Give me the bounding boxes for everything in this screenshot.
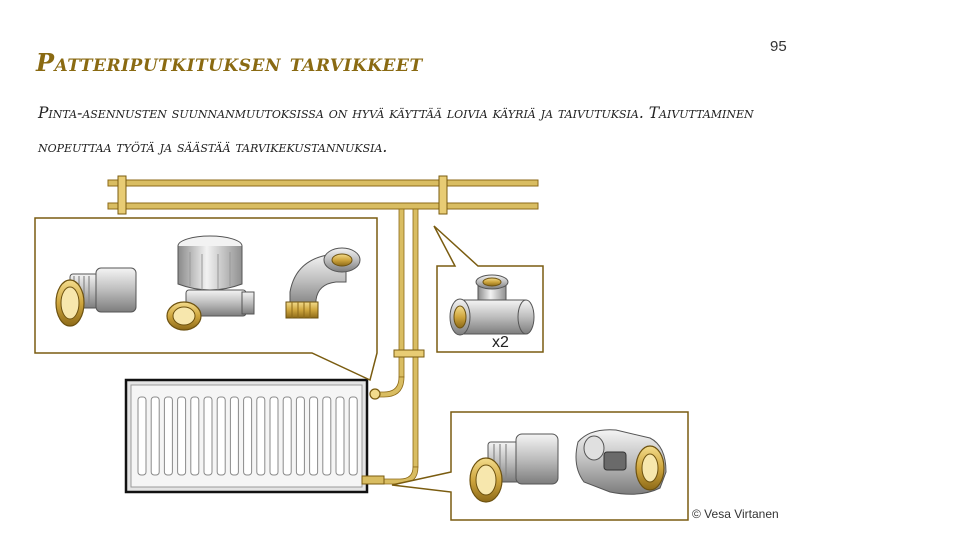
elbow-fitting-icon bbox=[285, 247, 361, 319]
tee-quantity-label: x2 bbox=[492, 334, 509, 351]
page-number: 95 bbox=[770, 38, 787, 55]
radiator-fin bbox=[335, 396, 345, 476]
main-pipes bbox=[107, 175, 539, 215]
radiator-fins bbox=[137, 396, 358, 476]
slide-body-text: Pinta-asennusten suunnanmuutoksissa on h… bbox=[38, 104, 754, 156]
radiator-fin bbox=[216, 396, 226, 476]
copyright-notice: © Vesa Virtanen bbox=[692, 507, 779, 521]
branch-clamp bbox=[393, 349, 425, 358]
callout-tee bbox=[433, 225, 544, 353]
callout-fittings-left bbox=[34, 217, 378, 382]
radiator-fin bbox=[322, 396, 332, 476]
shutoff-valve-icon bbox=[575, 429, 667, 495]
radiator-fin bbox=[190, 396, 200, 476]
radiator-fin bbox=[295, 396, 305, 476]
radiator-fin bbox=[137, 396, 147, 476]
radiator bbox=[124, 378, 385, 494]
radiator-fin bbox=[269, 396, 279, 476]
radiator-valve-body-icon bbox=[166, 235, 255, 331]
compression-fitting-lower-icon bbox=[469, 433, 559, 503]
radiator-fin bbox=[309, 396, 319, 476]
radiator-fin bbox=[243, 396, 253, 476]
radiator-fin bbox=[150, 396, 160, 476]
radiator-fin bbox=[163, 396, 173, 476]
radiator-outlet bbox=[361, 475, 385, 485]
radiator-fin bbox=[282, 396, 292, 476]
radiator-fin bbox=[348, 396, 358, 476]
pipe-clamp-left bbox=[117, 175, 127, 215]
radiator-fin bbox=[256, 396, 266, 476]
slide-title: Patteriputkituksen tarvikkeet bbox=[36, 48, 423, 77]
radiator-fin bbox=[203, 396, 213, 476]
radiator-valve-icon bbox=[369, 388, 381, 400]
radiator-fin bbox=[229, 396, 239, 476]
pipe-clamp-right bbox=[438, 175, 448, 215]
callout-fittings-right bbox=[391, 411, 689, 521]
radiator-fin bbox=[177, 396, 187, 476]
branch-pipes bbox=[369, 208, 425, 485]
compression-fitting-icon bbox=[55, 267, 137, 327]
tee-fitting-icon bbox=[449, 274, 535, 336]
